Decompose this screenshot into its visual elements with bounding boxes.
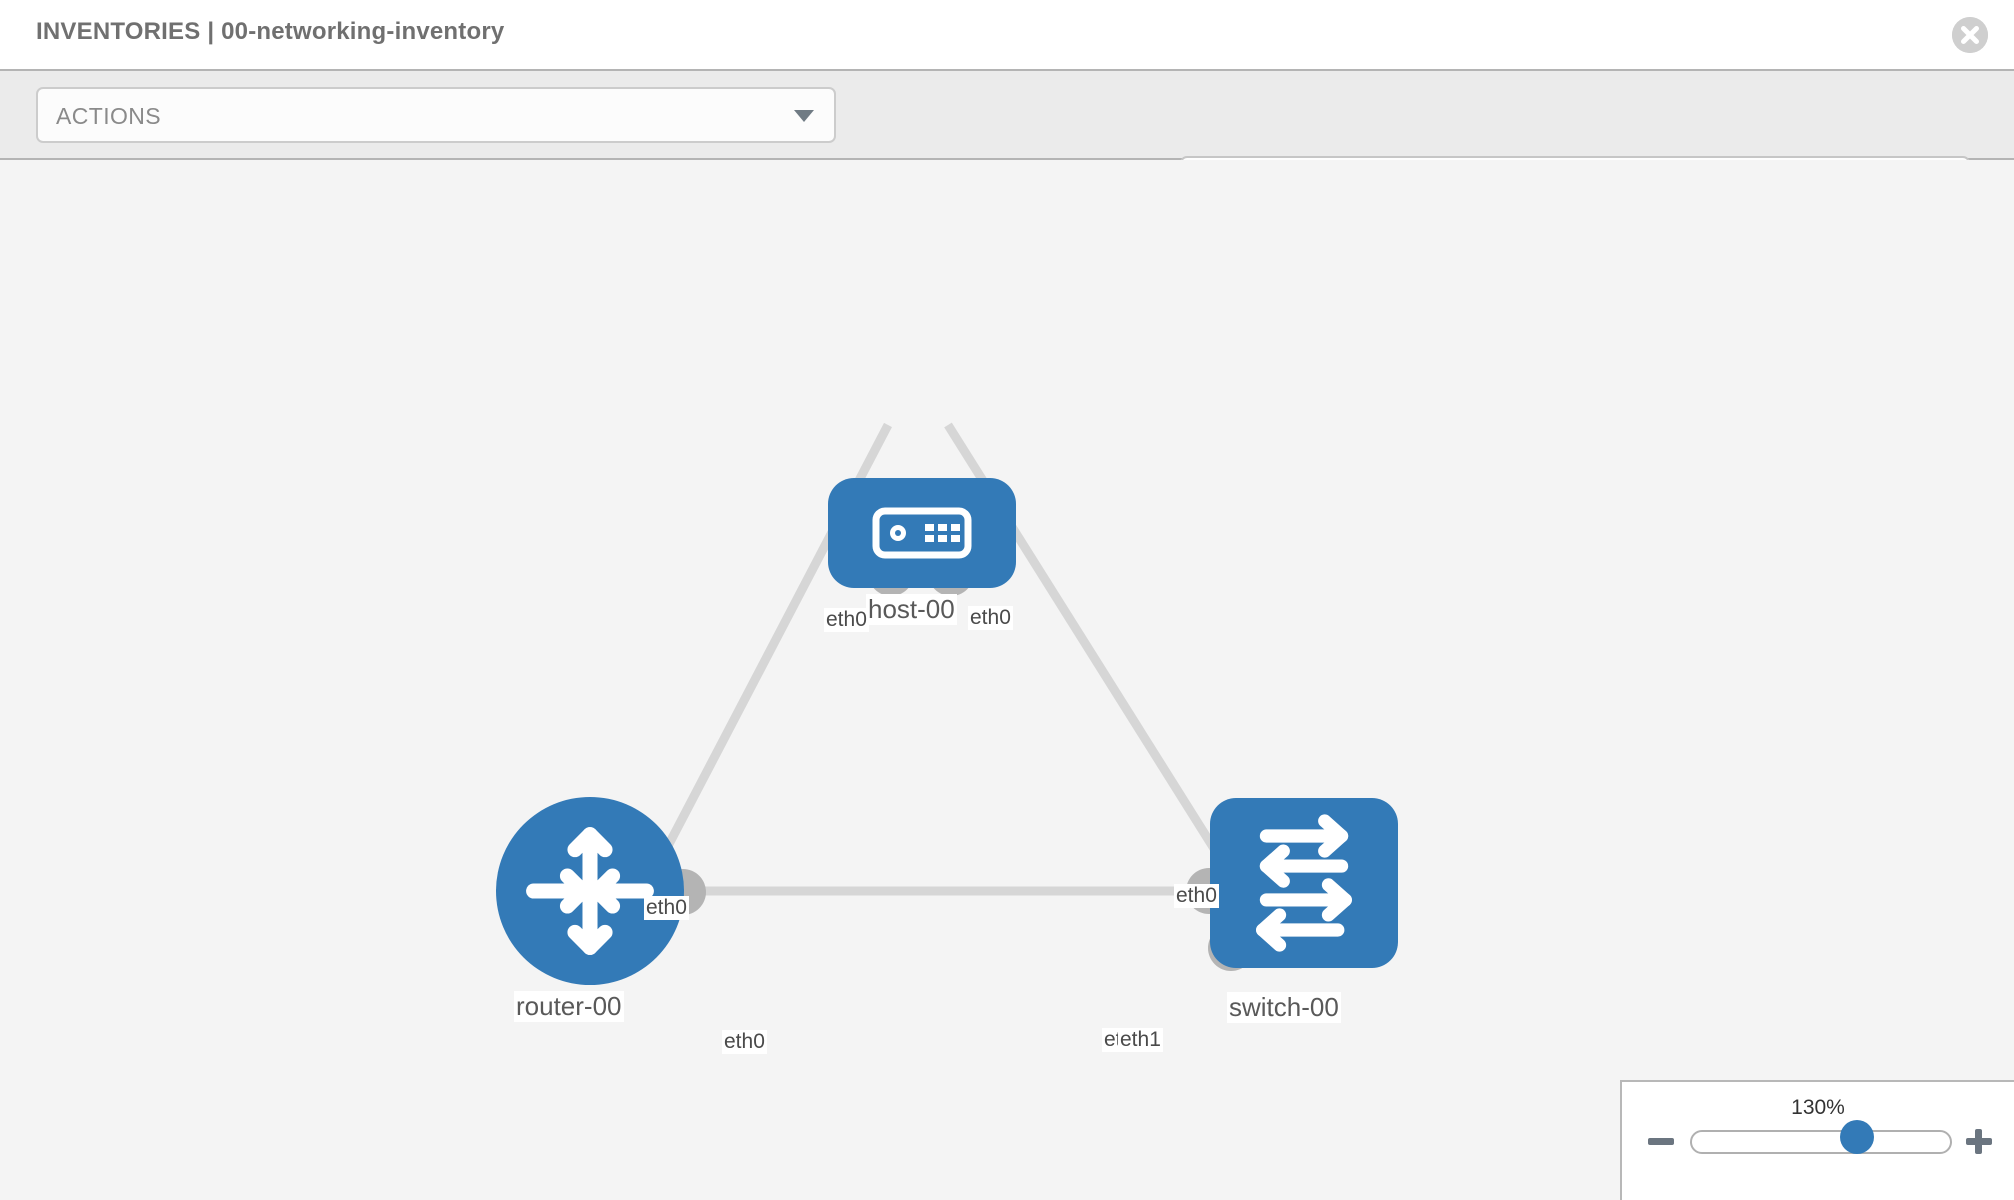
edge-label-switch-eth0-up: eth0 — [1174, 884, 1219, 908]
actions-dropdown-label: ACTIONS — [56, 103, 162, 129]
edge-label-host-eth0-right: eth0 — [968, 606, 1013, 630]
zoom-level-label: 130% — [1791, 1096, 1845, 1119]
topology-edges — [641, 422, 1244, 896]
server-icon — [872, 507, 972, 559]
minus-icon[interactable] — [1646, 1126, 1676, 1156]
zoom-panel: 130% — [1620, 1080, 2014, 1200]
page-header: INVENTORIES | 00-networking-inventory — [0, 0, 2014, 69]
edge-label-router-eth0-right: eth0 — [722, 1030, 767, 1054]
node-switch-00-shape — [1210, 798, 1398, 968]
plus-icon[interactable] — [1964, 1126, 1994, 1156]
edge-label-router-eth0-up: eth0 — [644, 896, 689, 920]
close-icon[interactable] — [1952, 17, 1988, 53]
zoom-slider-thumb[interactable] — [1840, 1120, 1874, 1154]
node-host-00-label: host-00 — [866, 594, 957, 625]
topology-canvas[interactable]: host-00 eth0 eth0 — [0, 160, 2014, 1200]
toolbar: ACTIONS SEARCH — [0, 69, 2014, 214]
node-host-00-shape — [828, 478, 1016, 588]
switch-arrows-icon — [1256, 814, 1352, 952]
page-title: INVENTORIES | 00-networking-inventory — [36, 18, 505, 45]
chevron-down-icon — [794, 110, 814, 122]
node-switch-00-label: switch-00 — [1227, 992, 1341, 1023]
router-arrows-icon — [526, 827, 654, 955]
zoom-slider[interactable] — [1690, 1130, 1952, 1154]
edge-label-host-eth0-left: eth0 — [824, 608, 869, 632]
actions-dropdown[interactable]: ACTIONS — [36, 87, 836, 143]
edge-label-switch-eth1-left: eth1 — [1118, 1028, 1163, 1052]
node-router-00-label: router-00 — [514, 991, 624, 1022]
